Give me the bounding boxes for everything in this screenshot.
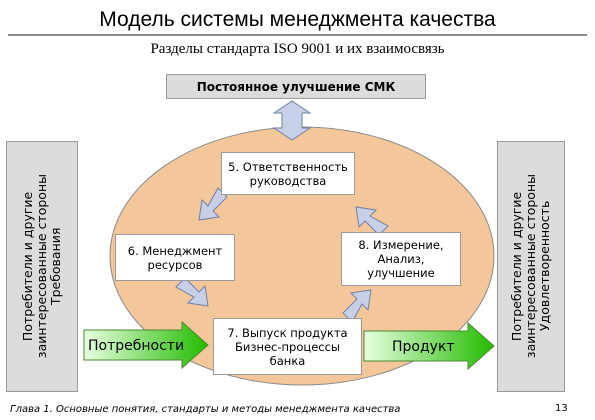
step-7-line-1: 7. Выпуск продукта (227, 325, 348, 340)
product-label: Продукт (392, 339, 455, 355)
left-panel-line-2: заинтересованные стороны (34, 174, 49, 359)
step-5-management-responsibility: 5. Ответственность руководства (221, 152, 355, 195)
left-panel-line-1: Потребители и другие (20, 191, 35, 342)
step-6-resource-management: 6. Менеджмент ресурсов (115, 234, 235, 281)
right-panel-line-3: Удовлетворенность (537, 201, 552, 332)
continuous-improvement-box: Постоянное улучшение СМК (166, 74, 426, 99)
needs-input-arrow (83, 320, 209, 370)
step-8-measurement-analysis: 8. Измерение, Анализ, улучшение (341, 232, 461, 286)
step-7-line-3: банка (269, 353, 306, 368)
footer-chapter-text: Глава 1. Основные понятия, стандарты и м… (10, 404, 401, 415)
product-output-arrow (363, 321, 495, 371)
step-6-line-1: 6. Менеджмент (127, 243, 223, 258)
step-6-line-2: ресурсов (147, 257, 203, 272)
right-satisfaction-panel: Потребители и другие заинтересованные ст… (497, 141, 565, 392)
title-divider (8, 34, 587, 36)
step-5-line-2: руководства (249, 173, 327, 188)
step-7-product-realization: 7. Выпуск продукта Бизнес-процессы банка (213, 318, 362, 375)
needs-label: Потребности (88, 338, 185, 354)
step-8-line-3: улучшение (367, 266, 435, 280)
right-panel-line-2: заинтересованные стороны (523, 174, 538, 359)
page-number: 13 (555, 403, 568, 414)
step-5-line-1: 5. Ответственность (228, 159, 348, 174)
page-subtitle: Разделы стандарта ISO 9001 и их взаимосв… (150, 41, 445, 57)
step-8-line-2: Анализ, (377, 252, 425, 266)
improvement-double-arrow (272, 100, 312, 141)
arrow-7-to-8 (342, 289, 372, 323)
right-panel-line-1: Потребители и другие (509, 191, 524, 342)
left-requirements-panel: Потребители и другие заинтересованные ст… (6, 141, 78, 392)
page-title: Модель системы менеджмента качества (99, 8, 496, 31)
left-panel-line-3: Требования (48, 227, 63, 306)
step-8-line-1: 8. Измерение, (358, 238, 444, 252)
step-7-line-2: Бизнес-процессы (234, 339, 341, 354)
arrow-5-to-6 (198, 187, 228, 221)
